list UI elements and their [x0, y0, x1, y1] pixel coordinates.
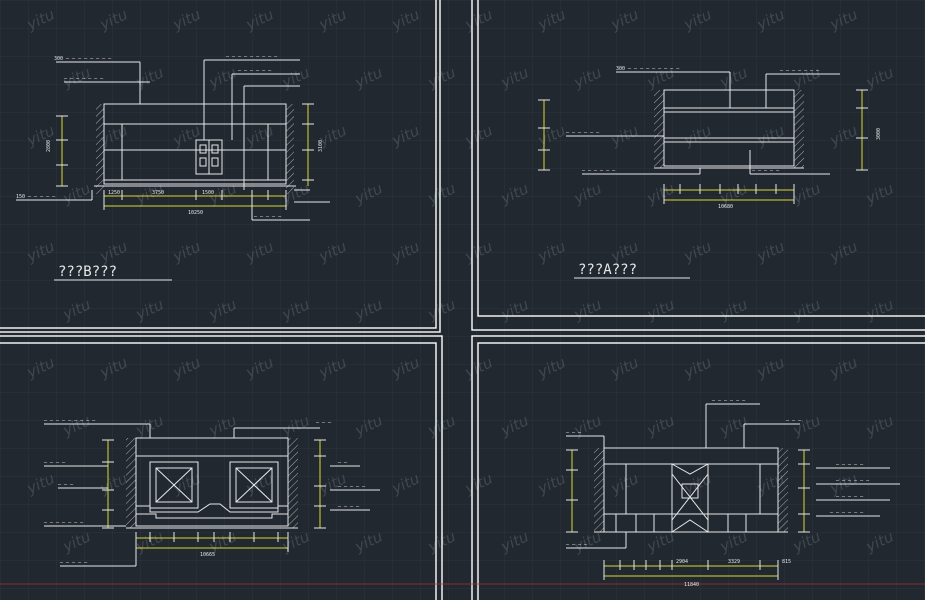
- dim-d2: 3750: [152, 190, 164, 196]
- svg-text:─ ─: ─ ─: [337, 460, 348, 466]
- dim-d3-d: 815: [782, 559, 791, 565]
- dim-d3: 1500: [202, 190, 214, 196]
- svg-text:─ ─ ─ ─ ─: ─ ─ ─ ─ ─: [59, 560, 88, 566]
- wall-hatch-left: [96, 104, 104, 194]
- note-f: ─ ─ ─ ─ ─: [253, 214, 282, 220]
- note-b: ─ ─ ─ ─ ─ ─ ─: [63, 76, 104, 82]
- dim-v1-a: 3000: [876, 128, 882, 140]
- elevation-b-drawing: [16, 59, 330, 281]
- svg-text:─ ─ ─ ─: ─ ─ ─ ─: [43, 460, 66, 466]
- annotation-leaders: [16, 59, 330, 221]
- svg-text:─ ─ ─ ─: ─ ─ ─ ─: [337, 504, 360, 510]
- dim-total: 10250: [188, 210, 203, 216]
- elevation-d-drawing: [566, 403, 900, 580]
- viewport-frame-top-right[interactable]: [477, 0, 925, 317]
- elevation-c-texts: ─ ─ ─ ─ ─ ─ ─ ─ ─ ─ ─ ─ ─ ─ ─ ─ ─ ─ ─ ─ …: [43, 418, 366, 566]
- viewport-frame-bottom-right[interactable]: [477, 342, 925, 600]
- svg-text:─ ─ ─ ─ ─: ─ ─ ─ ─ ─: [337, 484, 366, 490]
- svg-text:─ ─ ─ ─ ─ ─: ─ ─ ─ ─ ─ ─: [581, 168, 616, 174]
- svg-text:─ ─ ─ ─ ─ ─: ─ ─ ─ ─ ─ ─: [565, 130, 600, 136]
- note-a: 300 ─ ─ ─ ─ ─ ─ ─ ─: [54, 56, 112, 62]
- dim-d1-d: 2904: [676, 559, 688, 565]
- svg-text:─ ─ ─ ─ ─ ─: ─ ─ ─ ─ ─ ─: [835, 478, 870, 484]
- svg-text:─ ─ ─: ─ ─ ─: [565, 430, 582, 436]
- svg-text:─ ─ ─ ─ ─ ─ ─ ─ ─: ─ ─ ─ ─ ─ ─ ─ ─ ─: [43, 418, 96, 424]
- viewport-frame-bottom-left[interactable]: [0, 342, 437, 600]
- svg-text:─ ─ ─ ─ ─ ─: ─ ─ ─ ─ ─ ─: [711, 398, 746, 404]
- elevation-c-drawing: [44, 423, 380, 567]
- dim-v2: 3100: [318, 140, 324, 152]
- elevation-a-drawing: [538, 71, 868, 279]
- dim-d1: 1250: [108, 190, 120, 196]
- elevation-a-texts: 300 ─ ─ ─ ─ ─ ─ ─ ─ ─ ─ ─ ─ ─ ─ ─ ─ ─ ─ …: [565, 66, 882, 278]
- elevation-d-texts: ─ ─ ─ ─ ─ ─ ─ ─ ─ ─ ─ ─ ─ ─ ─ ─ ─ ─ ─ ─ …: [565, 398, 870, 588]
- dim-d2-d: 3329: [728, 559, 740, 565]
- svg-text:─ ─ ─ ─: ─ ─ ─ ─: [565, 542, 588, 548]
- svg-text:─ ─ ─: ─ ─ ─: [785, 418, 802, 424]
- svg-text:─ ─ ─: ─ ─ ─: [57, 482, 74, 488]
- dim-total-c: 10665: [200, 552, 215, 558]
- svg-text:─ ─ ─ ─ ─ ─ ─: ─ ─ ─ ─ ─ ─ ─: [43, 520, 84, 526]
- svg-text:─ ─ ─ ─ ─: ─ ─ ─ ─ ─: [835, 462, 864, 468]
- dim-total-d: 11840: [684, 582, 699, 588]
- elevation-b-texts: 300 ─ ─ ─ ─ ─ ─ ─ ─ ─ ─ ─ ─ ─ ─ ─ ─ ─ ─ …: [16, 54, 324, 280]
- wall-hatch-right: [286, 104, 294, 194]
- svg-text:─ ─ ─ ─ ─: ─ ─ ─ ─ ─: [751, 168, 780, 174]
- viewport-frame-top-left[interactable]: [0, 0, 437, 329]
- dim-v1: 2800: [46, 140, 52, 152]
- svg-text:300 ─ ─ ─ ─ ─ ─ ─ ─ ─: 300 ─ ─ ─ ─ ─ ─ ─ ─ ─: [616, 66, 680, 72]
- svg-text:─ ─ ─ ─ ─ ─ ─: ─ ─ ─ ─ ─ ─ ─: [779, 68, 820, 74]
- note-c: ─ ─ ─ ─ ─ ─ ─ ─ ─: [225, 54, 278, 60]
- viewport-title-a: ???A???: [578, 262, 637, 278]
- dim-total-a: 10680: [718, 204, 733, 210]
- svg-text:─ ─ ─ ─ ─: ─ ─ ─ ─ ─: [835, 494, 864, 500]
- viewport-title-b: ???B???: [58, 264, 117, 280]
- svg-text:─ ─ ─ ─ ─ ─: ─ ─ ─ ─ ─ ─: [829, 510, 864, 516]
- note-e: 150 ─ ─ ─ ─ ─: [16, 194, 56, 200]
- note-d: ─ ─ ─ ─ ─ ─: [237, 68, 272, 74]
- svg-text:─ ─ ─: ─ ─ ─: [315, 420, 332, 426]
